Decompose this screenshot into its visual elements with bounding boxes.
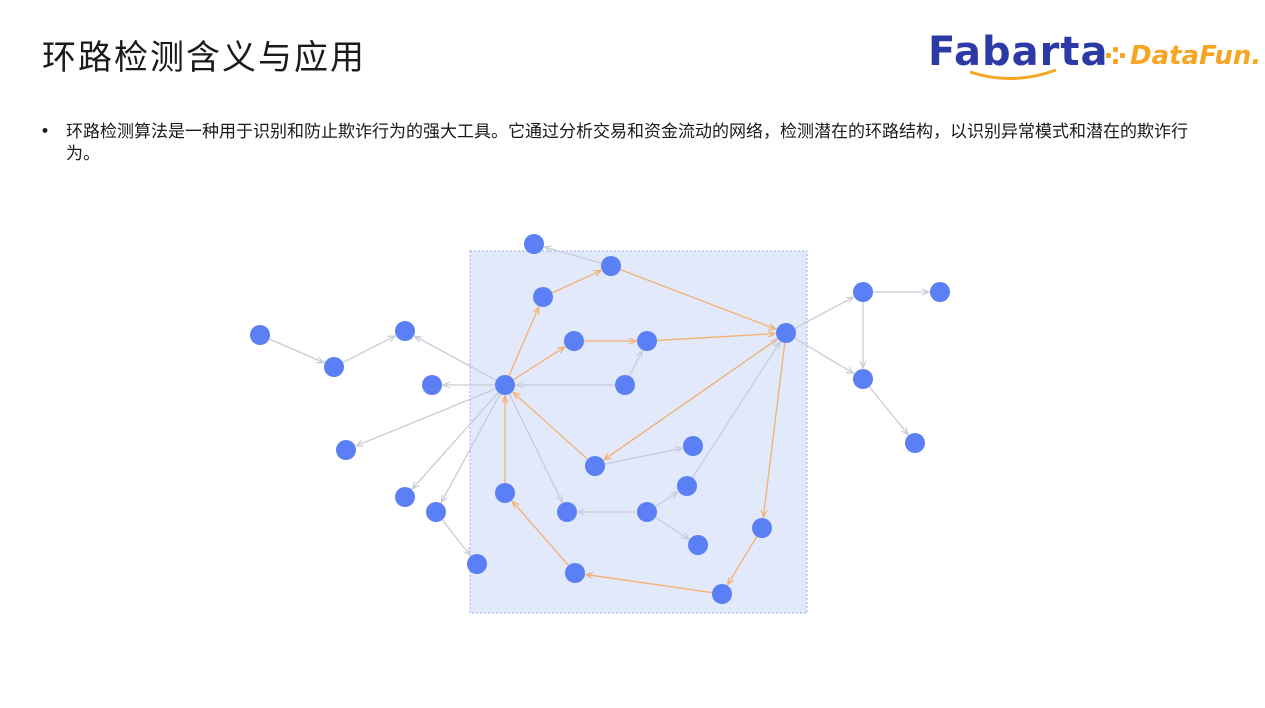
fabarta-swoosh-icon [969, 68, 1057, 80]
graph-node [601, 256, 621, 276]
graph-node [395, 487, 415, 507]
graph-node [752, 518, 772, 538]
graph-edge [868, 386, 908, 435]
graph-node [712, 584, 732, 604]
graph-edge [794, 337, 854, 373]
graph-node [683, 436, 703, 456]
graph-edge [415, 336, 497, 381]
graph-node [467, 554, 487, 574]
cycle-edge [508, 307, 539, 377]
graph-node [495, 375, 515, 395]
graph-edge [268, 338, 324, 363]
graph-edge [441, 519, 470, 556]
graph-node [426, 502, 446, 522]
graph-node [615, 375, 635, 395]
graph-node [637, 331, 657, 351]
graph-node [495, 483, 515, 503]
graph-node [853, 282, 873, 302]
graph-node [905, 433, 925, 453]
graph-edge [356, 388, 496, 446]
cycle-edge [551, 271, 601, 294]
graph-edge [604, 448, 682, 465]
graph-edge [545, 247, 602, 264]
cycle-edge [604, 338, 779, 460]
bullet-text: 环路检测算法是一种用于识别和防止欺诈行为的强大工具。它通过分析交易和资金流动的网… [66, 122, 1188, 164]
cycle-region [469, 250, 808, 614]
graph-edge [691, 342, 780, 478]
fabarta-logo: Fabarta [928, 28, 1107, 88]
cycle-edge [728, 536, 758, 585]
cycle-edge [513, 392, 589, 460]
cycle-edge [586, 575, 713, 594]
graph-edge [508, 393, 562, 502]
graph-node [557, 502, 577, 522]
graph-node [533, 287, 553, 307]
graph-node [250, 325, 270, 345]
graph-edge [628, 351, 642, 377]
graph-edge [412, 392, 499, 488]
graph-edge [342, 336, 395, 364]
graph-node [422, 375, 442, 395]
graph-node [585, 456, 605, 476]
graph-node [565, 563, 585, 583]
graph-node [524, 234, 544, 254]
graph-node [677, 476, 697, 496]
graph-edge [655, 516, 688, 539]
cycle-edge [512, 501, 569, 566]
bullet-point: • 环路检测算法是一种用于识别和防止欺诈行为的强大工具。它通过分析交易和资金流动… [40, 121, 1215, 165]
page-title: 环路检测含义与应用 [42, 38, 366, 78]
graph-node [324, 357, 344, 377]
graph-node [336, 440, 356, 460]
graph-node [637, 502, 657, 522]
cycle-edge [763, 342, 786, 517]
graph-edge [794, 297, 853, 329]
graph-node [564, 331, 584, 351]
bullet-marker: • [40, 122, 51, 142]
cycle-edge [656, 334, 775, 342]
graph-edge [441, 393, 501, 503]
datafun-logo-text: DataFun. [1130, 41, 1262, 71]
fabarta-logo-text: Fabarta [928, 29, 1109, 75]
graph-node [776, 323, 796, 343]
graph-edge [655, 492, 677, 508]
cycle-edge [620, 268, 775, 329]
graph-node [688, 535, 708, 555]
datafun-logo: DataFun. [1106, 38, 1261, 74]
datafun-dots-icon [1106, 43, 1128, 69]
cycle-edge [513, 347, 564, 381]
graph-node [395, 321, 415, 341]
graph-node [853, 369, 873, 389]
graph-node [930, 282, 950, 302]
